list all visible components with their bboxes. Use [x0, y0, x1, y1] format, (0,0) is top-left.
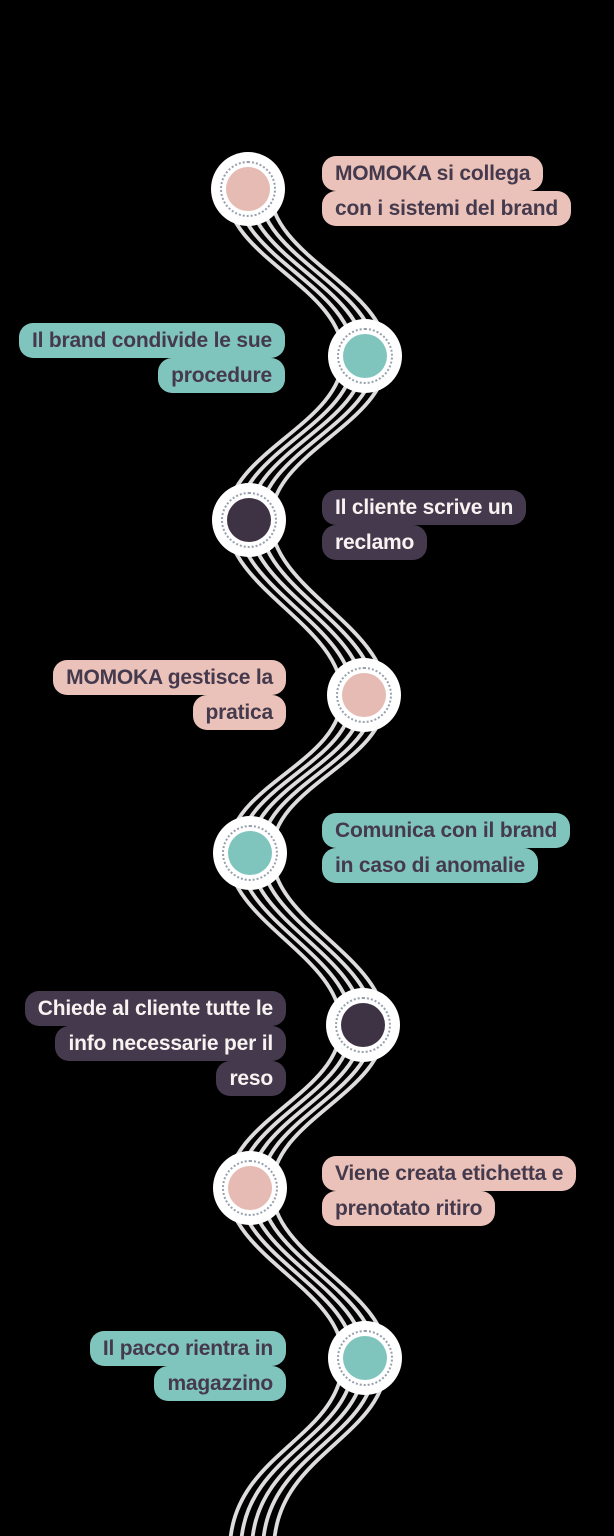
step-6-label-line-3: reso [216, 1061, 286, 1096]
dark-disc [341, 1003, 385, 1047]
dark-disc [227, 498, 271, 542]
step-3-node [212, 483, 286, 557]
teal-disc [343, 1336, 387, 1380]
dotted-ring [337, 1330, 393, 1386]
step-2-node [328, 319, 402, 393]
step-1-label-line-1: MOMOKA si collega [322, 156, 544, 191]
step-7-node [213, 1151, 287, 1225]
step-6-label-line-1: Chiede al cliente tutte le [24, 991, 286, 1026]
step-6-label-line-2: info necessarie per il [55, 1026, 286, 1061]
pink-disc [228, 1166, 272, 1210]
pink-disc [342, 673, 386, 717]
step-5-label-line-2: in caso di anomalie [322, 848, 538, 883]
dotted-ring [336, 667, 392, 723]
dotted-ring [222, 825, 278, 881]
step-7-label-line-1: Viene creata etichetta e [322, 1156, 577, 1191]
step-4-label-line-1: MOMOKA gestisce la [53, 660, 286, 695]
step-2-label-line-1: Il brand condivide le sue [18, 323, 285, 358]
step-5-label-line-1: Comunica con il brand [322, 813, 571, 848]
step-3-label-line-2: reclamo [322, 525, 428, 560]
teal-disc [228, 831, 272, 875]
dotted-ring [220, 161, 276, 217]
step-6-node [326, 988, 400, 1062]
dotted-ring [335, 997, 391, 1053]
pink-disc [226, 167, 270, 211]
dotted-ring [221, 492, 277, 548]
step-5-node [213, 816, 287, 890]
teal-disc [343, 334, 387, 378]
step-3-label-line-1: Il cliente scrive un [322, 490, 527, 525]
step-2-label-line-2: procedure [158, 358, 285, 393]
step-8-label-line-2: magazzino [154, 1366, 286, 1401]
step-8-label-line-1: Il pacco rientra in [89, 1331, 286, 1366]
step-1-node [211, 152, 285, 226]
dotted-ring [337, 328, 393, 384]
step-4-node [327, 658, 401, 732]
step-1-label-line-2: con i sistemi del brand [322, 191, 571, 226]
step-7-label-line-2: prenotato ritiro [322, 1191, 496, 1226]
step-4-label-line-2: pratica [192, 695, 286, 730]
dotted-ring [222, 1160, 278, 1216]
step-8-node [328, 1321, 402, 1395]
